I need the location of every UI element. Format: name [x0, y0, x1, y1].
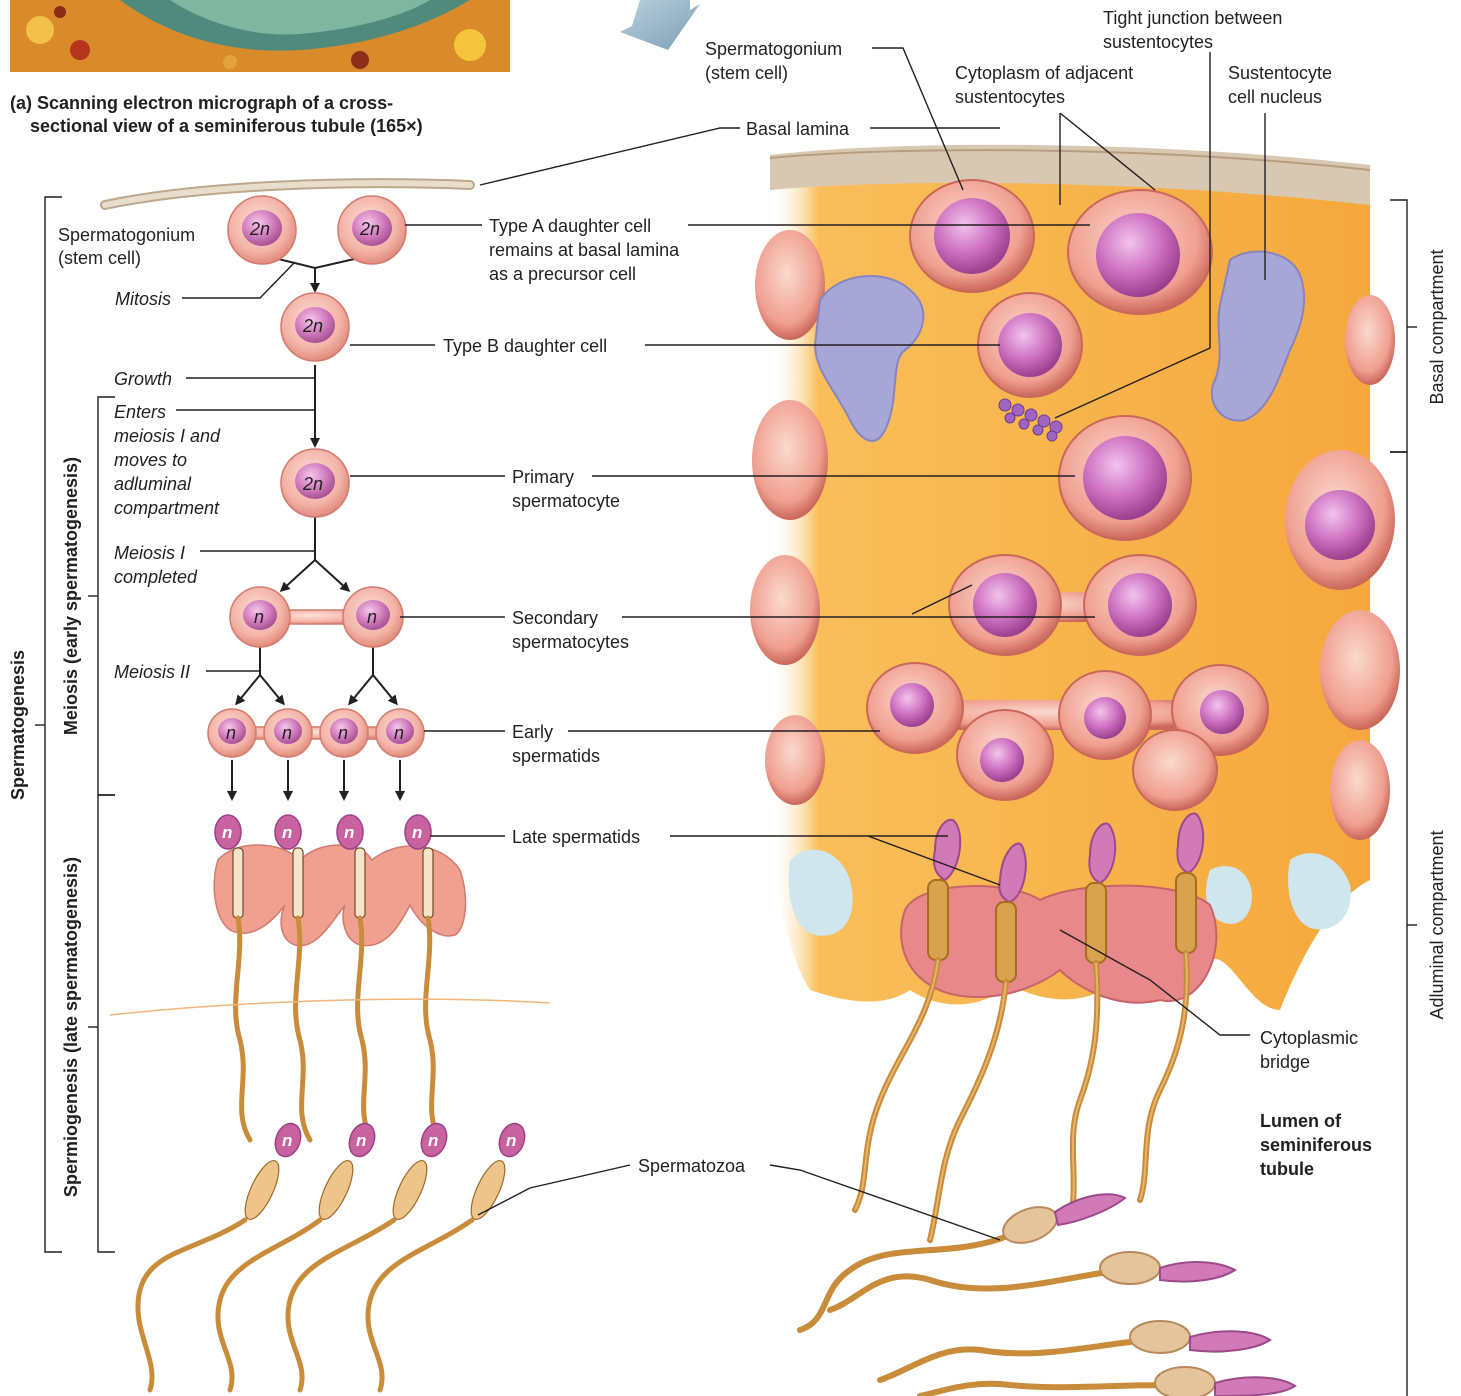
type-a-cell-left: 2n	[338, 196, 406, 264]
label-lumen-1: Lumen of	[1260, 1111, 1342, 1131]
label-spermatogonium-top-2: (stem cell)	[705, 63, 788, 83]
label-enters-2: meiosis I and	[114, 426, 221, 446]
label-tight-junction-2: sustentocytes	[1103, 32, 1213, 52]
ploidy-n: n	[506, 1131, 516, 1150]
label-cytoplasm-2: sustentocytes	[955, 87, 1065, 107]
tubule-illustration	[750, 145, 1400, 1396]
label-sust-nucleus-2: cell nucleus	[1228, 87, 1322, 107]
bracket-spermatogenesis: Spermatogenesis	[8, 650, 28, 800]
label-type-a-2: remains at basal lamina	[489, 240, 680, 260]
label-spermatogonium-1: Spermatogonium	[58, 225, 195, 245]
label-type-a-1: Type A daughter cell	[489, 216, 651, 236]
label-lumen-3: tubule	[1260, 1159, 1314, 1179]
ploidy-2n: 2n	[249, 219, 270, 239]
bracket-basal-compartment: Basal compartment	[1427, 249, 1447, 404]
label-meiosis2: Meiosis II	[114, 662, 190, 682]
spermatozoa-left: n n n n	[138, 1120, 529, 1390]
ploidy-n: n	[222, 823, 232, 842]
primary-spermatocyte-left: 2n	[281, 449, 349, 517]
bracket-adluminal-compartment: Adluminal compartment	[1427, 830, 1447, 1019]
caption-line-2: sectional view of a seminiferous tubule …	[30, 116, 423, 136]
ploidy-2n: 2n	[359, 219, 380, 239]
ploidy-2n: 2n	[302, 474, 323, 494]
label-cyto-bridge-2: bridge	[1260, 1052, 1310, 1072]
label-meiosis1-1: Meiosis I	[114, 543, 185, 563]
label-enters-1: Enters	[114, 402, 166, 422]
ploidy-n: n	[226, 723, 236, 743]
ploidy-n: n	[394, 723, 404, 743]
label-enters-5: compartment	[114, 498, 220, 518]
left-labels: Spermatogonium (stem cell) Mitosis Growt…	[58, 225, 221, 682]
ploidy-n: n	[254, 607, 264, 627]
label-growth: Growth	[114, 369, 172, 389]
ploidy-n: n	[367, 607, 377, 627]
bracket-meiosis: Meiosis (early spermatogenesis)	[61, 457, 81, 735]
ploidy-n: n	[356, 1131, 366, 1150]
ploidy-n: n	[282, 1131, 292, 1150]
label-cytoplasm-1: Cytoplasm of adjacent	[955, 63, 1133, 83]
label-primary-2: spermatocyte	[512, 491, 620, 511]
ploidy-n: n	[282, 723, 292, 743]
label-primary-1: Primary	[512, 467, 574, 487]
ploidy-2n: 2n	[302, 316, 323, 336]
label-secondary-2: spermatocytes	[512, 632, 629, 652]
label-type-a-3: as a precursor cell	[489, 264, 636, 284]
label-spermatozoa: Spermatozoa	[638, 1156, 746, 1176]
type-b-cell-left: 2n	[281, 293, 349, 361]
label-spermatogonium-2: (stem cell)	[58, 248, 141, 268]
caption-line-1: (a) Scanning electron micrograph of a cr…	[10, 93, 393, 113]
label-basal-lamina: Basal lamina	[746, 119, 850, 139]
secondary-spermatocytes-left: n n	[230, 587, 403, 647]
label-early-2: spermatids	[512, 746, 600, 766]
stem-cell-left: 2n	[228, 196, 296, 264]
ploidy-n: n	[344, 823, 354, 842]
label-mitosis: Mitosis	[115, 289, 171, 309]
late-spermatids-left: n n n n	[214, 815, 465, 1140]
label-cyto-bridge-1: Cytoplasmic	[1260, 1028, 1358, 1048]
sem-micrograph	[10, 0, 510, 72]
early-spermatids-left: n n n n	[208, 709, 424, 757]
center-labels: Type A daughter cell remains at basal la…	[443, 216, 746, 1176]
ploidy-n: n	[282, 823, 292, 842]
direction-arrow	[620, 0, 700, 50]
label-secondary-1: Secondary	[512, 608, 598, 628]
label-meiosis1-2: completed	[114, 567, 198, 587]
label-type-b: Type B daughter cell	[443, 336, 607, 356]
label-lumen-2: seminiferous	[1260, 1135, 1372, 1155]
ploidy-n: n	[412, 823, 422, 842]
label-enters-4: adluminal	[114, 474, 192, 494]
label-enters-3: moves to	[114, 450, 187, 470]
label-late-spermatids: Late spermatids	[512, 827, 640, 847]
label-tight-junction-1: Tight junction between	[1103, 8, 1282, 28]
label-early-1: Early	[512, 722, 553, 742]
label-sust-nucleus-1: Sustentocyte	[1228, 63, 1332, 83]
bracket-spermiogenesis: Spermiogenesis (late spermatogenesis)	[61, 857, 81, 1197]
label-spermatogonium-top-1: Spermatogonium	[705, 39, 842, 59]
ploidy-n: n	[338, 723, 348, 743]
ploidy-n: n	[428, 1131, 438, 1150]
